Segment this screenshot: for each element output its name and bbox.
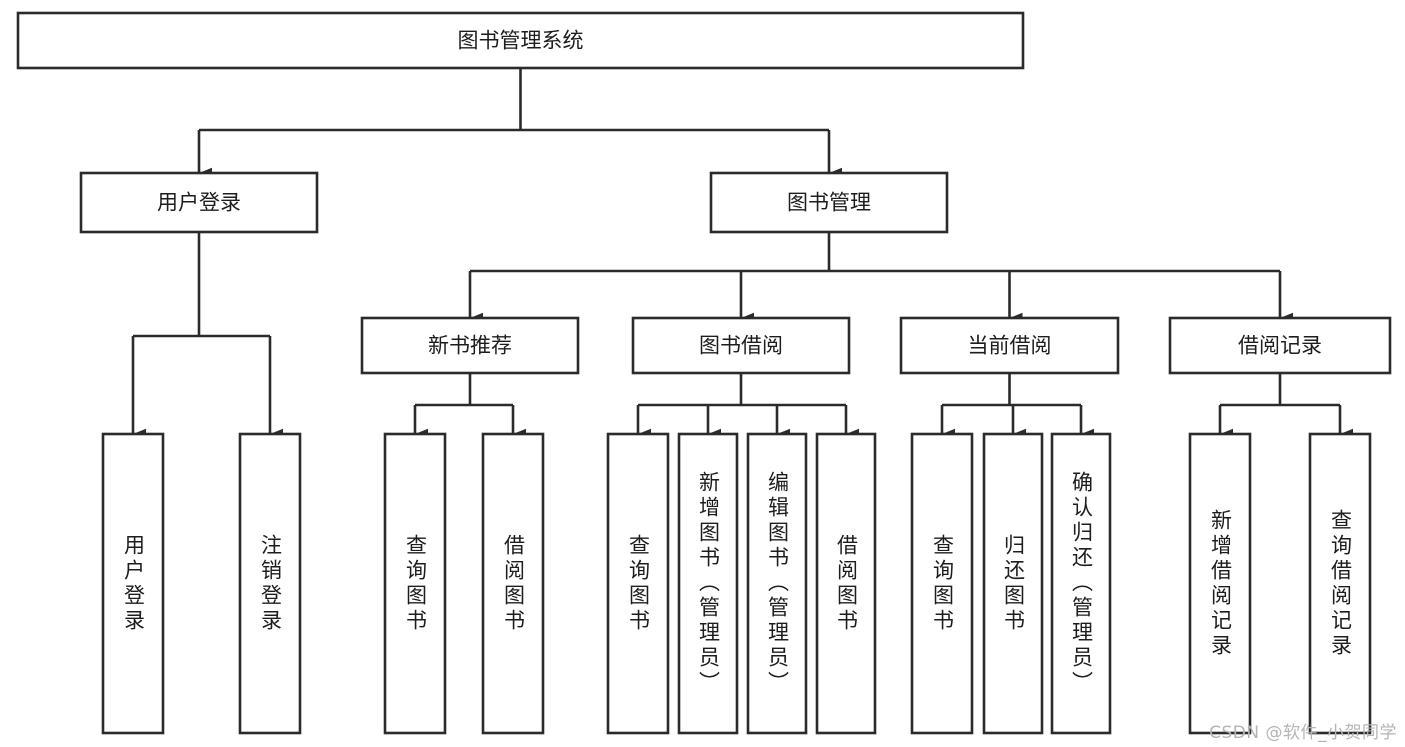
connector-group-bus-login — [131, 232, 283, 440]
node-leaf-login-1[interactable] — [101, 432, 165, 735]
node-box-records[interactable] — [1168, 316, 1392, 375]
node-box-leaf-current-1[interactable] — [910, 432, 974, 735]
node-box-leaf-borrow-2[interactable] — [677, 432, 739, 735]
connector-group-bus-borrow — [636, 373, 859, 440]
node-records[interactable]: 借阅记录 — [1168, 316, 1392, 375]
node-box-leaf-login-2[interactable] — [238, 432, 302, 735]
node-leaf-borrow-3[interactable] — [746, 432, 808, 735]
node-label-newbook: 新书推荐 — [428, 334, 512, 358]
node-root[interactable]: 图书管理系统 — [16, 11, 1025, 70]
node-leaf-current-2[interactable] — [982, 432, 1044, 735]
node-box-leaf-newbook-2[interactable] — [481, 432, 545, 735]
connector-group-bus-newbook — [413, 373, 526, 440]
node-leaf-current-1[interactable] — [910, 432, 974, 735]
node-box-root[interactable] — [16, 11, 1025, 70]
node-box-login[interactable] — [79, 171, 319, 234]
connector-group-bus-bookmgmt — [468, 232, 1293, 324]
node-newbook[interactable]: 新书推荐 — [360, 316, 580, 375]
watermark-credit: CSDN @软件_小贺同学 — [1209, 723, 1397, 743]
node-leaf-records-2[interactable] — [1308, 432, 1372, 735]
node-box-leaf-borrow-4[interactable] — [815, 432, 877, 735]
connector-layer — [131, 68, 1353, 440]
node-leaf-newbook-1[interactable] — [383, 432, 447, 735]
node-label-login: 用户登录 — [157, 191, 241, 215]
node-leaf-borrow-1[interactable] — [606, 432, 670, 735]
node-box-leaf-current-2[interactable] — [982, 432, 1044, 735]
connector-group-bus-current — [940, 373, 1094, 440]
node-label-bookmgmt: 图书管理 — [787, 191, 871, 215]
node-box-leaf-login-1[interactable] — [101, 432, 165, 735]
node-leaf-borrow-2[interactable] — [677, 432, 739, 735]
node-label-current: 当前借阅 — [968, 334, 1052, 358]
node-box-leaf-newbook-1[interactable] — [383, 432, 447, 735]
node-box-leaf-records-1[interactable] — [1188, 432, 1252, 735]
node-login[interactable]: 用户登录 — [79, 171, 319, 234]
connector-group-bus-records — [1218, 373, 1353, 440]
node-box-leaf-borrow-3[interactable] — [746, 432, 808, 735]
node-leaf-login-2[interactable] — [238, 432, 302, 735]
node-box-newbook[interactable] — [360, 316, 580, 375]
node-label-borrow: 图书借阅 — [699, 334, 783, 358]
node-bookmgmt[interactable]: 图书管理 — [709, 171, 949, 234]
node-box-leaf-borrow-1[interactable] — [606, 432, 670, 735]
node-box-bookmgmt[interactable] — [709, 171, 949, 234]
node-box-leaf-records-2[interactable] — [1308, 432, 1372, 735]
node-current[interactable]: 当前借阅 — [899, 316, 1120, 375]
node-box-leaf-current-3[interactable] — [1050, 432, 1112, 735]
node-box-borrow[interactable] — [631, 316, 851, 375]
node-label-records: 借阅记录 — [1238, 334, 1322, 358]
node-borrow[interactable]: 图书借阅 — [631, 316, 851, 375]
connector-group-bus-root — [197, 68, 842, 179]
node-leaf-current-3[interactable] — [1050, 432, 1112, 735]
node-leaf-newbook-2[interactable] — [481, 432, 545, 735]
node-leaf-records-1[interactable] — [1188, 432, 1252, 735]
node-label-root: 图书管理系统 — [458, 29, 584, 53]
node-box-current[interactable] — [899, 316, 1120, 375]
node-leaf-borrow-4[interactable] — [815, 432, 877, 735]
